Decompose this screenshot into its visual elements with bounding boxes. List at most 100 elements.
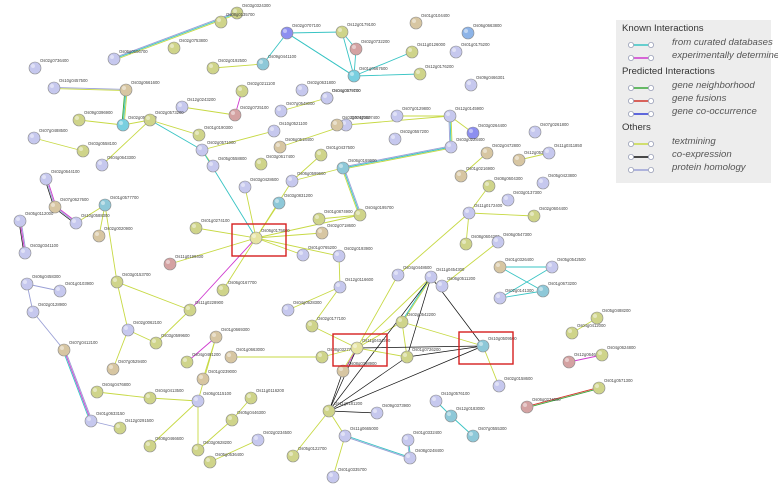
node-circle[interactable] bbox=[230, 6, 244, 20]
node-circle[interactable] bbox=[216, 283, 230, 297]
node-Os12g0145900[interactable]: Os12g0145900 bbox=[443, 106, 484, 123]
node-Os06g0547300[interactable]: Os06g0547300 bbox=[491, 232, 532, 249]
node-circle[interactable] bbox=[391, 268, 405, 282]
node-Os04g0448600[interactable]: Os04g0448600 bbox=[391, 265, 432, 282]
node-Os12g0243200[interactable]: Os12g0243200 bbox=[175, 97, 216, 114]
node-Os01g0765200[interactable]: Os01g0765200 bbox=[296, 245, 337, 262]
node-Os03g0599600[interactable]: Os03g0599600 bbox=[149, 333, 190, 350]
node-circle[interactable] bbox=[225, 413, 239, 427]
node-Os02g0725100[interactable]: Os02g0725100 bbox=[228, 105, 269, 122]
node-circle[interactable] bbox=[256, 57, 270, 71]
node-circle[interactable] bbox=[314, 148, 328, 162]
node-circle[interactable] bbox=[281, 303, 295, 317]
node-circle[interactable] bbox=[206, 61, 220, 75]
node-Os10g0521100[interactable]: Os10g0521100 bbox=[267, 121, 308, 138]
node-circle[interactable] bbox=[338, 429, 352, 443]
node-circle[interactable] bbox=[191, 443, 205, 457]
node-Os07g0261800[interactable]: Os07g0261800 bbox=[528, 122, 569, 139]
node-Os02g0062100[interactable]: Os02g0062100 bbox=[121, 320, 162, 337]
node-circle[interactable] bbox=[244, 391, 258, 405]
node-circle[interactable] bbox=[333, 280, 347, 294]
node-circle[interactable] bbox=[480, 146, 494, 160]
node-Os04g0412000[interactable]: Os04g0412000 bbox=[565, 323, 606, 340]
node-circle[interactable] bbox=[183, 303, 197, 317]
node-Os02g0542200[interactable]: Os02g0542200 bbox=[395, 312, 436, 329]
node-Os03g0628200[interactable]: Os03g0628200 bbox=[191, 440, 232, 457]
node-Os02g0192500[interactable]: Os02g0192500 bbox=[206, 58, 247, 75]
node-Os04g0195700[interactable]: Os04g0195700 bbox=[353, 205, 394, 222]
node-Os11g0199400[interactable]: Os11g0199400 bbox=[163, 254, 204, 271]
node-circle[interactable] bbox=[464, 78, 478, 92]
node-Os01g0633150[interactable]: Os01g0633150 bbox=[84, 411, 125, 428]
node-circle[interactable] bbox=[482, 179, 496, 193]
node-Os06g0506700[interactable]: Os06g0506700 bbox=[107, 49, 148, 66]
node-circle[interactable] bbox=[84, 414, 98, 428]
node-Os03g0153700[interactable]: Os03g0153700 bbox=[110, 272, 151, 289]
node-circle[interactable] bbox=[403, 451, 417, 465]
node-Os02g0753800[interactable]: Os02g0753800 bbox=[167, 38, 208, 55]
node-circle[interactable] bbox=[26, 305, 40, 319]
node-circle[interactable] bbox=[286, 449, 300, 463]
node-circle[interactable] bbox=[330, 118, 344, 132]
node-circle[interactable] bbox=[285, 174, 299, 188]
node-Os10g0509500[interactable]: Os10g0509500 bbox=[476, 336, 517, 353]
node-circle[interactable] bbox=[143, 439, 157, 453]
node-Os02g0141300[interactable]: Os02g0141300 bbox=[493, 288, 534, 305]
node-circle[interactable] bbox=[228, 108, 242, 122]
node-circle[interactable] bbox=[143, 391, 157, 405]
node-circle[interactable] bbox=[295, 83, 309, 97]
node-Os06g0274000[interactable]: Os06g0274000 bbox=[520, 397, 561, 414]
node-Os01g0332400[interactable]: Os01g0332400 bbox=[401, 430, 442, 447]
node-circle[interactable] bbox=[47, 81, 61, 95]
node-Os01g0335700[interactable]: Os01g0335700 bbox=[326, 467, 367, 484]
node-Os07g0129800[interactable]: Os07g0129800 bbox=[390, 106, 431, 123]
node-Os05g0558800[interactable]: Os05g0558800 bbox=[206, 156, 247, 173]
node-Os01g0669300[interactable]: Os01g0669300 bbox=[209, 327, 250, 344]
node-circle[interactable] bbox=[466, 429, 480, 443]
node-circle[interactable] bbox=[273, 140, 287, 154]
node-Os04g0624800[interactable]: Os04g0624800 bbox=[595, 345, 636, 362]
node-Os07g0529400[interactable]: Os07g0529400 bbox=[106, 359, 147, 376]
node-Os11g0434200[interactable]: Os11g0434200 bbox=[350, 338, 391, 355]
node-Os03g0558100[interactable]: Os03g0558100 bbox=[76, 141, 117, 158]
node-circle[interactable] bbox=[113, 421, 127, 435]
node-circle[interactable] bbox=[203, 455, 217, 469]
node-circle[interactable] bbox=[493, 291, 507, 305]
node-Os09g0466301[interactable]: Os09g0466301 bbox=[464, 75, 505, 92]
node-Os01g0175200[interactable]: Os01g0175200 bbox=[449, 42, 490, 59]
node-circle[interactable] bbox=[400, 350, 414, 364]
node-Os01g0190300[interactable]: Os01g0190300 bbox=[192, 125, 233, 142]
node-circle[interactable] bbox=[350, 341, 364, 355]
node-Os02g0211100[interactable]: Os02g0211100 bbox=[235, 81, 276, 98]
node-Os05g0536400[interactable]: Os05g0536400 bbox=[203, 452, 244, 469]
node-circle[interactable] bbox=[119, 83, 133, 97]
node-Os11g0116200[interactable]: Os11g0116200 bbox=[244, 388, 285, 405]
node-Os02g0736400[interactable]: Os02g0736400 bbox=[28, 58, 69, 75]
node-Os07g0548000[interactable]: Os07g0548000 bbox=[274, 101, 315, 118]
node-Os02g0644100[interactable]: Os02g0644100 bbox=[39, 169, 80, 186]
node-Os06g0458300[interactable]: Os06g0458300 bbox=[20, 274, 61, 291]
node-Os05g0542500[interactable]: Os05g0542500 bbox=[545, 257, 586, 274]
node-Os05g0122700[interactable]: Os05g0122700 bbox=[286, 446, 327, 463]
node-Os02g0571000[interactable]: Os02g0571000 bbox=[195, 140, 236, 157]
node-circle[interactable] bbox=[336, 364, 350, 378]
node-circle[interactable] bbox=[347, 69, 361, 83]
node-circle[interactable] bbox=[454, 169, 468, 183]
node-circle[interactable] bbox=[48, 200, 62, 214]
node-circle[interactable] bbox=[492, 379, 506, 393]
node-Os03g0137300[interactable]: Os03g0137300 bbox=[501, 190, 542, 207]
node-circle[interactable] bbox=[353, 208, 367, 222]
node-Os01g0673200[interactable]: Os01g0673200 bbox=[536, 281, 577, 298]
node-Os02g0158600[interactable]: Os02g0158600 bbox=[492, 376, 533, 393]
node-circle[interactable] bbox=[163, 257, 177, 271]
node-circle[interactable] bbox=[267, 124, 281, 138]
node-circle[interactable] bbox=[315, 350, 329, 364]
node-circle[interactable] bbox=[95, 158, 109, 172]
node-Os03g0264400[interactable]: Os03g0264400 bbox=[466, 123, 507, 140]
node-circle[interactable] bbox=[272, 196, 286, 210]
node-Os05g0446300[interactable]: Os05g0446300 bbox=[225, 410, 266, 427]
node-Os02g0707100[interactable]: Os02g0707100 bbox=[280, 23, 321, 40]
node-circle[interactable] bbox=[592, 381, 606, 395]
node-Os06g0115100[interactable]: Os06g0115100 bbox=[191, 391, 232, 408]
node-circle[interactable] bbox=[401, 433, 415, 447]
